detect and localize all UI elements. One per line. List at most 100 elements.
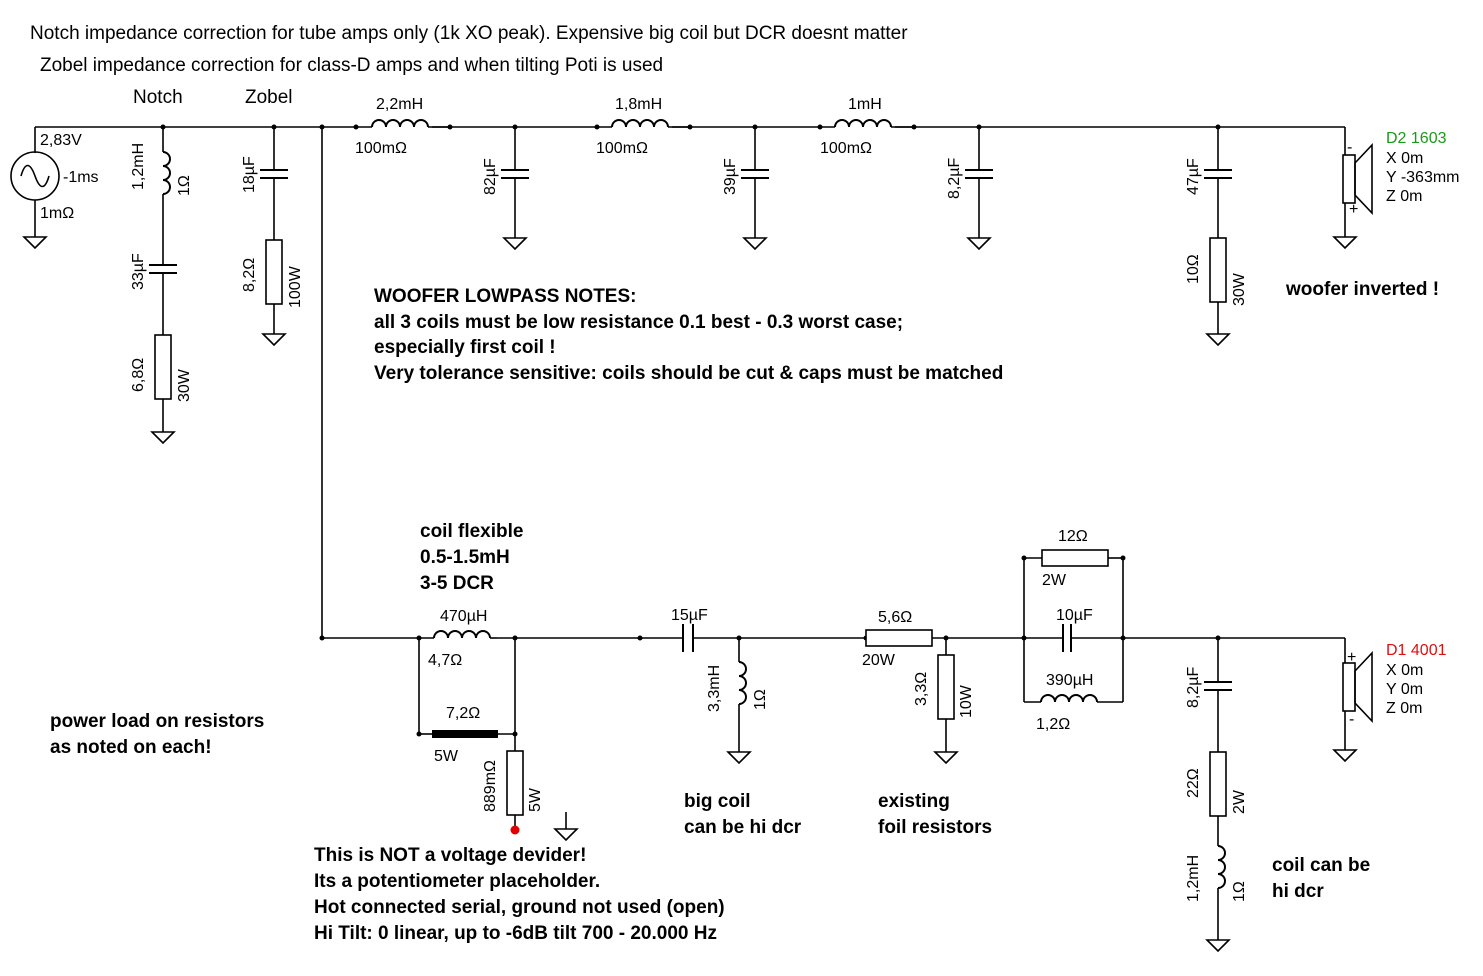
woofer-shunt-cap-2: 39µF [722,127,769,250]
woofer-coil-1-dcr: 100mΩ [355,140,407,157]
tweeter-parallel-notch: 12Ω 2W 10µF 390µH 1,2Ω [1021,528,1126,733]
ground-icon [1333,236,1357,249]
tweeter-series-res-value: 5,6Ω [878,609,912,626]
woofer-coil-2: 1,8mH 100mΩ [594,96,693,157]
tweeter-shunt-resistor: 3,3Ω 10W [913,638,975,764]
ground-icon [151,431,175,444]
tweeter-zobel-res-power: 2W [1231,789,1248,814]
power-load-note: power load on resistors as noted on each… [50,711,264,758]
existing-resistors-note: existing foil resistors [878,791,992,838]
tweeter-zobel-cap-value: 8,2µF [1185,667,1202,708]
ground-icon [554,828,578,841]
tweeter-notch-res-power: 2W [1042,572,1067,589]
woofer-note-line: WOOFER LOWPASS NOTES: [374,286,636,307]
woofer-shunt-cap-2-value: 39µF [722,158,739,195]
note-line: power load on resistors [50,711,264,732]
woofer-zobel-cap-value: 47µF [1185,158,1202,195]
tweeter-zobel-coil-value: 1,2mH [1185,855,1202,902]
woofer-zobel-res-value: 10Ω [1185,254,1202,284]
woofer-driver: - + D2 1603 X 0m Y -363mm Z 0m [1333,130,1460,249]
ground-icon [1206,333,1230,346]
coil-hi-dcr-note: coil can be hi dcr [1272,855,1370,902]
tweeter-shunt-res-value: 3,3Ω [913,672,930,706]
notch-coil-value: 1,2mH [130,143,147,190]
tweeter-par-res-value: 7,2Ω [446,705,480,722]
note-line: existing [878,791,950,812]
woofer-driver-name: D2 1603 [1386,130,1447,147]
tweeter-notch-coil-value: 390µH [1046,672,1093,689]
notch-cap-value: 33µF [130,253,147,290]
tweeter-wires [319,127,1346,750]
tweeter-minus-sign: - [1349,711,1354,728]
note-line: 0.5-1.5mH [420,547,510,568]
tweeter-pot-resistor: 889mΩ 5W [482,638,578,841]
zobel-cap-value: 18µF [241,156,258,193]
signal-source: 2,83V -1ms 1mΩ [10,127,99,249]
note-line: foil resistors [878,817,992,838]
tweeter-pot-res-power: 5W [527,787,544,812]
ground-icon [1206,939,1230,952]
tweeter-coil-dcr: 4,7Ω [428,652,462,669]
woofer-shunt-cap-3-value: 8,2µF [946,158,963,199]
woofer-notes: WOOFER LOWPASS NOTES: all 3 coils must b… [374,286,1003,384]
woofer-minus-sign: - [1347,139,1352,156]
source-delay: -1ms [63,169,99,186]
tweeter-zobel-res-value: 22Ω [1185,768,1202,798]
tweeter-driver-z: Z 0m [1386,700,1422,717]
big-coil-note: big coil can be hi dcr [684,791,802,838]
tweeter-parallel-resistor: 7,2Ω 5W [416,638,515,765]
woofer-driver-y: Y -363mm [1386,169,1460,186]
zobel-res-power: 100W [287,265,304,308]
note-line: Hot connected serial, ground not used (o… [314,897,725,918]
tweeter-driver-y: Y 0m [1386,681,1423,698]
notch-branch: 1,2mH 1Ω 33µF 6,8Ω 30W [130,127,193,444]
note-line: hi dcr [1272,881,1324,902]
coil-flexible-note: coil flexible 0.5-1.5mH 3-5 DCR [420,521,523,594]
woofer-inverted-note: woofer inverted ! [1285,279,1439,300]
note-line: 3-5 DCR [420,573,494,594]
ground-icon [967,237,991,250]
zobel-title: Zobel impedance correction for class-D a… [40,55,663,76]
note-line: Hi Tilt: 0 linear, up to -6dB tilt 700 -… [314,923,717,944]
ground-icon [262,333,286,346]
ground-icon [934,751,958,764]
woofer-note-line: all 3 coils must be low resistance 0.1 b… [374,312,903,333]
tweeter-cap-value: 15µF [671,607,708,624]
note-line: big coil [684,791,751,812]
woofer-zobel: 47µF 10Ω 30W [1185,127,1248,346]
ground-icon [727,751,751,764]
woofer-shunt-cap-1-value: 82µF [482,158,499,195]
tweeter-notch-coil-dcr: 1,2Ω [1036,716,1070,733]
tweeter-coil-value: 470µH [440,608,487,625]
tweeter-par-res-power: 5W [434,748,459,765]
woofer-driver-z: Z 0m [1386,188,1422,205]
source-voltage: 2,83V [40,132,82,149]
notch-label: Notch [133,87,183,108]
tweeter-shunt-res-power: 10W [958,684,975,718]
notch-res-value: 6,8Ω [130,358,147,392]
zobel-res-value: 8,2Ω [241,258,258,292]
zobel-branch: 18µF 8,2Ω 100W [241,127,304,346]
woofer-driver-x: X 0m [1386,150,1423,167]
woofer-shunt-cap-3: 8,2µF [946,127,993,250]
tweeter-shunt-coil-dcr: 1Ω [752,689,769,710]
woofer-coil-1-value: 2,2mH [376,96,423,113]
woofer-coil-3: 1mH 100mΩ [817,96,917,157]
woofer-note-line: Very tolerance sensitive: coils should b… [374,363,1003,384]
tweeter-driver-name: D1 4001 [1386,642,1447,659]
note-line: This is NOT a voltage devider! [314,845,586,866]
ground-icon [503,237,527,250]
tweeter-zobel: 8,2µF 22Ω 2W 1,2mH 1Ω [1185,638,1248,952]
notch-res-power: 30W [176,368,193,402]
notch-coil-dcr: 1Ω [176,175,193,196]
woofer-shunt-cap-1: 82µF [482,127,529,250]
tweeter-coil: 470µH 4,7Ω [428,608,497,669]
tweeter-driver: + - D1 4001 X 0m Y 0m Z 0m [1333,642,1447,762]
tweeter-shunt-coil-value: 3,3mH [706,665,723,712]
woofer-coil-1: 2,2mH 100mΩ [353,96,453,157]
woofer-plus-sign: + [1349,201,1358,218]
tweeter-plus-sign: + [1347,649,1356,666]
potentiometer-note: This is NOT a voltage devider! Its a pot… [314,845,725,944]
tweeter-shunt-coil: 3,3mH 1Ω [706,638,769,764]
